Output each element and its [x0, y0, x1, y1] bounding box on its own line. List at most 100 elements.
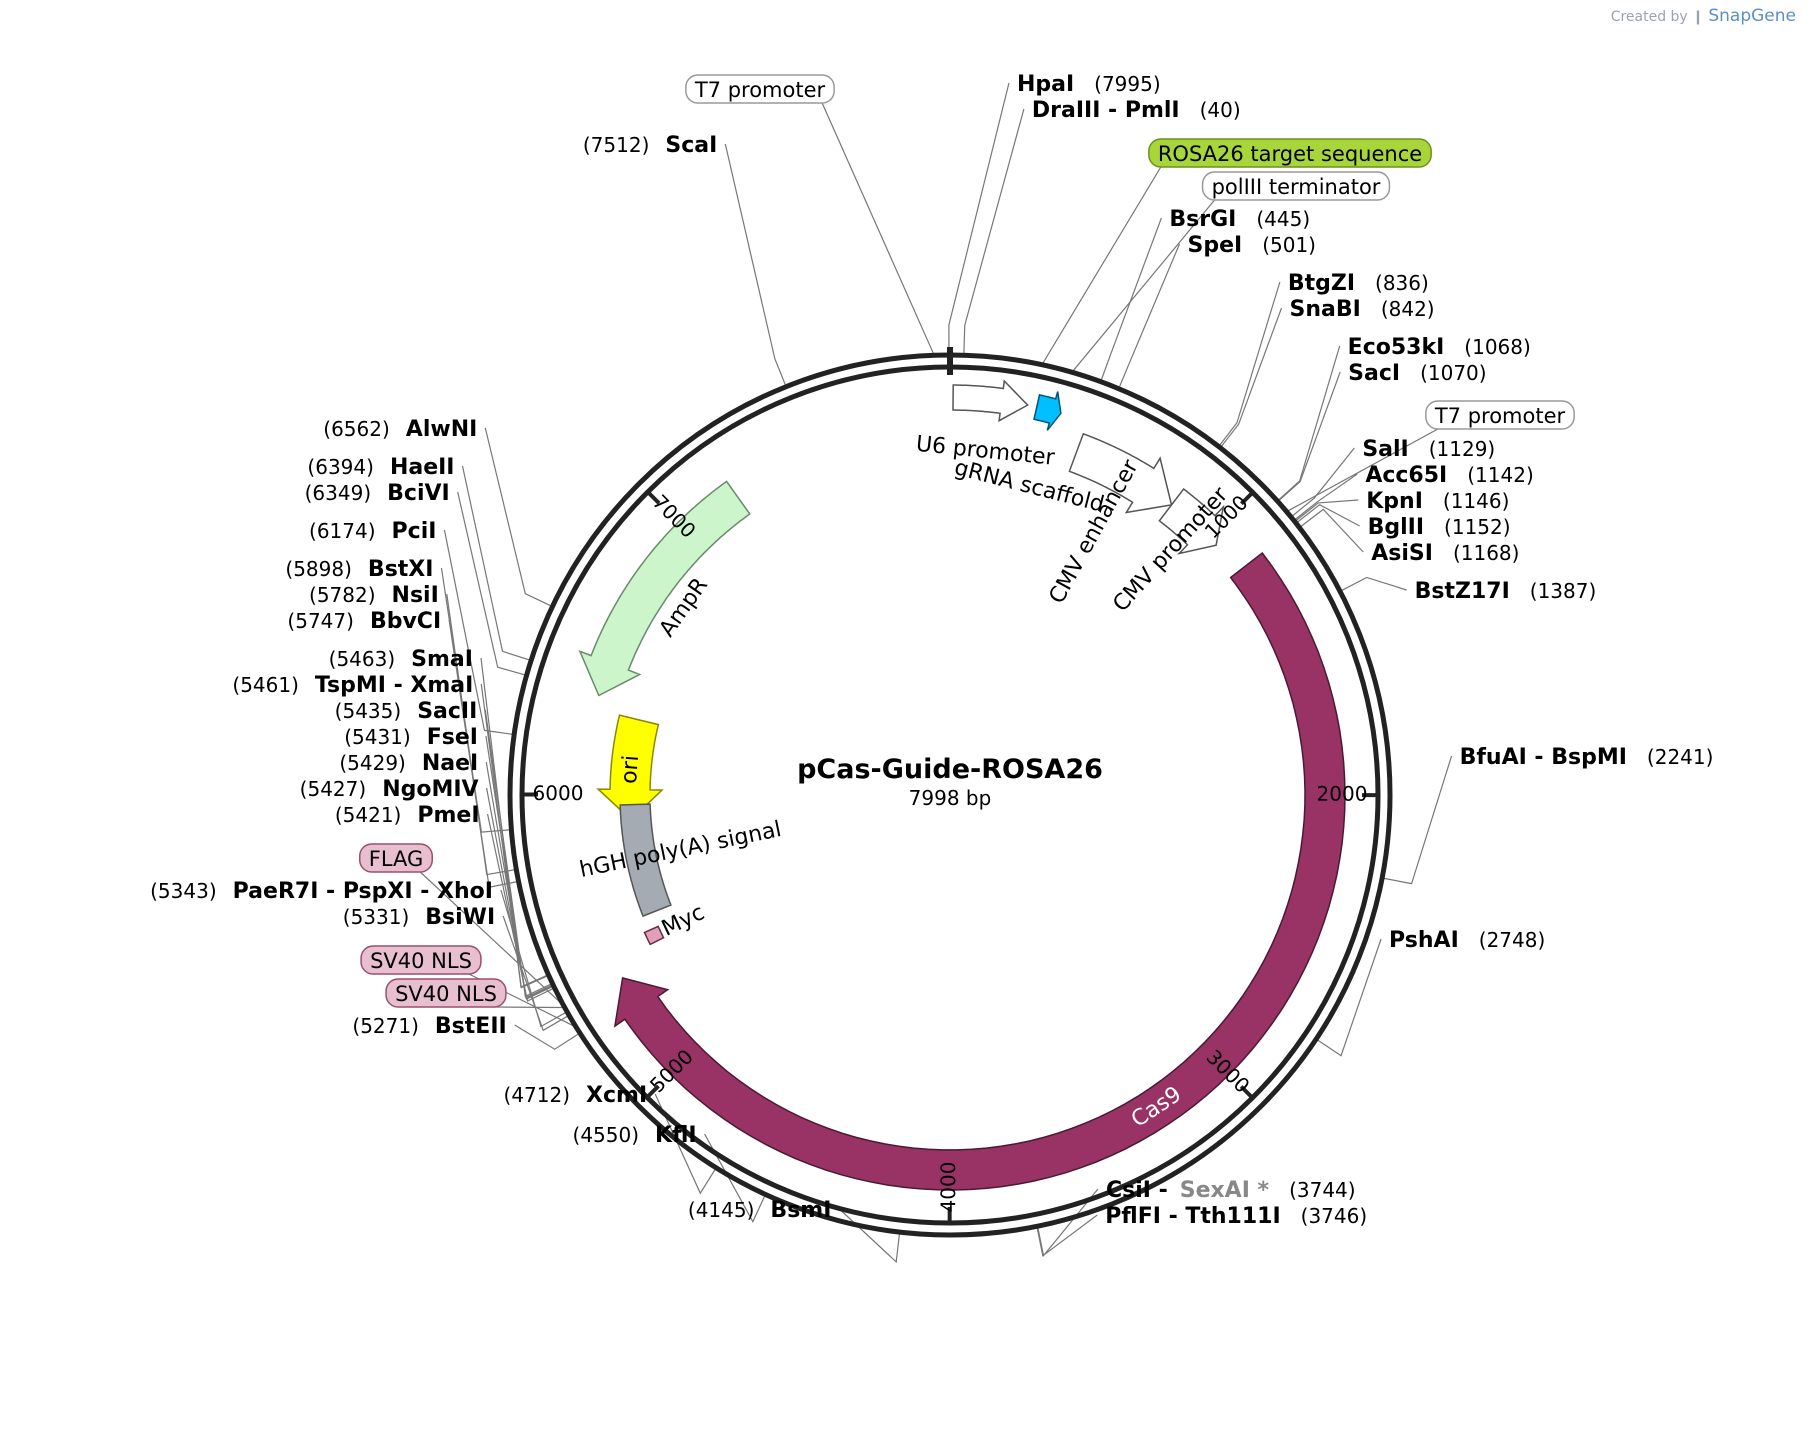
feature-tag-box: [1148, 138, 1432, 168]
site-name: BstZ17I: [1415, 579, 1510, 604]
feature-ori[interactable]: [596, 714, 664, 821]
site-name: BsrGI: [1169, 207, 1236, 232]
site-name: BtgZI: [1288, 271, 1355, 296]
site-position: (1070): [1420, 361, 1487, 385]
site-pflfi-tth111i[interactable]: PflFI - Tth111I(3746): [1105, 1204, 1367, 1229]
site-asisi[interactable]: AsiSI (1168): [1371, 541, 1519, 566]
tick-label: 2000: [1317, 782, 1368, 806]
feature-tag-t7-promoter[interactable]: T7 promoter: [685, 74, 835, 104]
site-paer7i-pspxi-xhoi[interactable]: PaeR7I - PspXI - XhoI(5343): [150, 879, 493, 904]
plasmid-name: pCas-Guide-ROSA26: [797, 754, 1103, 785]
site-sali[interactable]: SalI (1129): [1362, 437, 1495, 462]
site-saci[interactable]: SacI(1070): [1348, 361, 1486, 386]
site-snabi[interactable]: SnaBI(842): [1290, 297, 1435, 322]
site-position: (7995): [1094, 72, 1161, 96]
site-position: (501): [1262, 233, 1316, 257]
site-sacii[interactable]: SacII(5435): [335, 699, 478, 724]
site-bsrgi[interactable]: BsrGI(445): [1169, 207, 1310, 232]
site-name: Acc65I: [1365, 463, 1447, 488]
site-name: KpnI: [1366, 489, 1423, 514]
site-bfuai-bspmi[interactable]: BfuAI - BspMI(2241): [1460, 745, 1714, 770]
feature-grna-scaffold[interactable]: [1033, 391, 1062, 431]
site-scai[interactable]: ScaI(7512): [583, 133, 717, 158]
site-draiii-pmli[interactable]: DraIII - PmlI(40): [1032, 98, 1241, 123]
site-leader-line: [948, 82, 1010, 354]
site-position: (3744): [1289, 1178, 1356, 1202]
site-bsmi[interactable]: BsmI(4145): [688, 1198, 832, 1223]
site-name: KflI: [655, 1123, 697, 1148]
feature-tag-poliii-terminator[interactable]: polIII terminator: [1201, 171, 1391, 201]
site-fsei[interactable]: FseI(5431): [344, 725, 478, 750]
credit-brand: SnapGene: [1708, 6, 1796, 26]
site-position: (1168): [1453, 541, 1520, 565]
site-position: (5898): [285, 557, 352, 581]
site-leader-line: [486, 813, 553, 1002]
site-pshai[interactable]: PshAI(2748): [1389, 928, 1545, 953]
site-ngomiv[interactable]: NgoMIV(5427): [300, 777, 479, 802]
feature-tag-sv40-nls[interactable]: SV40 NLS: [385, 978, 507, 1008]
site-position: (1068): [1464, 335, 1531, 359]
site-leader-line: [1341, 576, 1407, 591]
feature-tag-t7-promoter[interactable]: T7 promoter: [1425, 400, 1575, 430]
site-nsii[interactable]: NsiI(5782): [309, 583, 439, 608]
feature-tag-rosa26-target-sequence[interactable]: ROSA26 target sequence: [1148, 138, 1432, 168]
site-smai[interactable]: SmaI(5463): [329, 647, 473, 672]
site-hpai[interactable]: HpaI(7995): [1017, 72, 1161, 97]
site-bstxi[interactable]: BstXI (5898): [285, 557, 433, 582]
site-leader-line: [1292, 447, 1355, 517]
site-name: BstXI: [368, 557, 434, 582]
feature-tag-label: SV40 NLS: [395, 982, 497, 1006]
feature-cmv-promoter[interactable]: [1158, 487, 1225, 555]
site-naei[interactable]: NaeI(5429): [339, 751, 478, 776]
site-name: SalI: [1362, 437, 1408, 462]
site-bcivi[interactable]: BciVI(6349): [305, 481, 450, 506]
label-lines-layer: [419, 82, 1453, 1264]
site-pmei[interactable]: PmeI (5421): [335, 803, 480, 828]
site-leader-line: [1219, 281, 1281, 446]
feature-myc[interactable]: [643, 925, 665, 946]
feature-tag-label: polIII terminator: [1212, 175, 1381, 199]
tick-mark: [644, 489, 661, 505]
feature-u6-promoter[interactable]: [952, 379, 1029, 423]
site-kfli[interactable]: KflI(4550): [573, 1123, 697, 1148]
site-position: (1152): [1444, 515, 1511, 539]
feature-cas9[interactable]: [613, 551, 1346, 1191]
site-leader-line: [1295, 473, 1358, 520]
site-bsteii[interactable]: BstEII(5271): [352, 1014, 506, 1039]
site-bstz17i[interactable]: BstZ17I(1387): [1415, 579, 1597, 604]
site-bbvci[interactable]: BbvCI(5747): [287, 609, 441, 634]
site-alwni[interactable]: AlwNI(6562): [323, 417, 477, 442]
site-name: NsiI: [392, 583, 439, 608]
site-position: (1129): [1429, 437, 1496, 461]
site-eco53ki[interactable]: Eco53kI(1068): [1348, 335, 1531, 360]
site-position: (5431): [344, 725, 411, 749]
feature-tag-flag[interactable]: FLAG: [358, 843, 434, 873]
site-xcmi[interactable]: XcmI(4712): [504, 1083, 648, 1108]
tick-label: 6000: [533, 781, 584, 805]
site-bsiwi[interactable]: BsiWI(5331): [343, 905, 495, 930]
feature-tag-sv40-nls[interactable]: SV40 NLS: [360, 945, 482, 975]
site-csii-sexai[interactable]: CsiI -(3744)SexAI *: [1106, 1178, 1356, 1203]
feature-cmv-enhancer[interactable]: [1068, 432, 1173, 514]
site-pcii[interactable]: PciI(6174): [309, 519, 436, 544]
feature-label-hgh-poly-a-signal: hGH poly(A) signal: [577, 817, 783, 883]
site-position: (5421): [335, 803, 402, 827]
site-leader-line: [457, 491, 525, 676]
site-name: AsiSI: [1371, 541, 1433, 566]
credit-prefix: Created by: [1610, 9, 1688, 25]
site-kpni[interactable]: KpnI(1146): [1366, 489, 1509, 514]
site-name: PmeI: [417, 803, 479, 828]
site-btgzi[interactable]: BtgZI(836): [1288, 271, 1429, 296]
feature-ampr[interactable]: [578, 480, 751, 697]
feature-tag-box: [685, 74, 835, 104]
site-name: SacII: [417, 699, 477, 724]
site-bglii[interactable]: BglII(1152): [1368, 515, 1511, 540]
credit-watermark: Created by ❙ SnapGene: [1611, 6, 1796, 26]
site-haeii[interactable]: HaeII(6394): [307, 455, 454, 480]
site-leader-line: [1278, 371, 1341, 501]
site-tspmi-xmai[interactable]: TspMI - XmaI(5461): [232, 673, 473, 698]
feature-tag-box: [358, 843, 434, 873]
site-spei[interactable]: SpeI(501): [1188, 233, 1316, 258]
feature-hgh-poly-a-signal[interactable]: [619, 803, 672, 918]
site-acc65i[interactable]: Acc65I(1142): [1365, 463, 1533, 488]
